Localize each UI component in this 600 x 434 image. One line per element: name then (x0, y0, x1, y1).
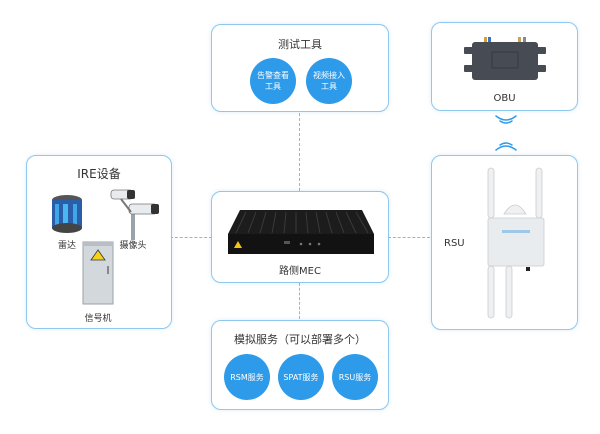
connector-mec-services (299, 283, 300, 319)
connector-ire-mec (170, 237, 212, 238)
mec-label: 路侧MEC (279, 266, 321, 277)
test-tools-title: 测试工具 (278, 38, 322, 51)
wireless-signal-icon (495, 115, 517, 151)
obu-label: OBU (493, 93, 516, 104)
lidar-icon (52, 195, 82, 233)
simulation-services-title: 模拟服务（可以部署多个） (234, 333, 366, 346)
rsm-service-button[interactable]: RSM服务 (224, 354, 270, 400)
rsu-label: RSU (444, 238, 465, 249)
rsu-panel: RSU (431, 155, 578, 330)
rsu-device-icon (487, 167, 545, 319)
ire-devices-panel: IRE设备 雷达 摄像头 信号机 (26, 155, 172, 329)
camera-label: 摄像头 (119, 241, 147, 251)
mec-panel: 路侧MEC (211, 191, 389, 283)
obu-panel: OBU (431, 22, 578, 111)
connector-tools-mec (299, 113, 300, 191)
video-access-tool-button[interactable]: 视频接入工具 (306, 58, 352, 104)
simulation-services-panel: 模拟服务（可以部署多个） RSM服务 SPAT服务 RSU服务 (211, 320, 389, 410)
lidar-label: 雷达 (57, 241, 76, 251)
mec-device-icon (228, 210, 374, 254)
rsu-service-button[interactable]: RSU服务 (332, 354, 378, 400)
obu-device-icon (464, 37, 546, 80)
ire-devices-title: IRE设备 (77, 167, 121, 181)
camera-icon (110, 189, 159, 240)
connector-mec-rsu (388, 237, 430, 238)
signal-cabinet-label: 信号机 (84, 314, 112, 324)
spat-service-button[interactable]: SPAT服务 (278, 354, 324, 400)
alarm-view-tool-button[interactable]: 告警查看工具 (250, 58, 296, 104)
signal-cabinet-icon (82, 241, 114, 305)
test-tools-panel: 测试工具 告警查看工具 视频接入工具 (211, 24, 389, 112)
